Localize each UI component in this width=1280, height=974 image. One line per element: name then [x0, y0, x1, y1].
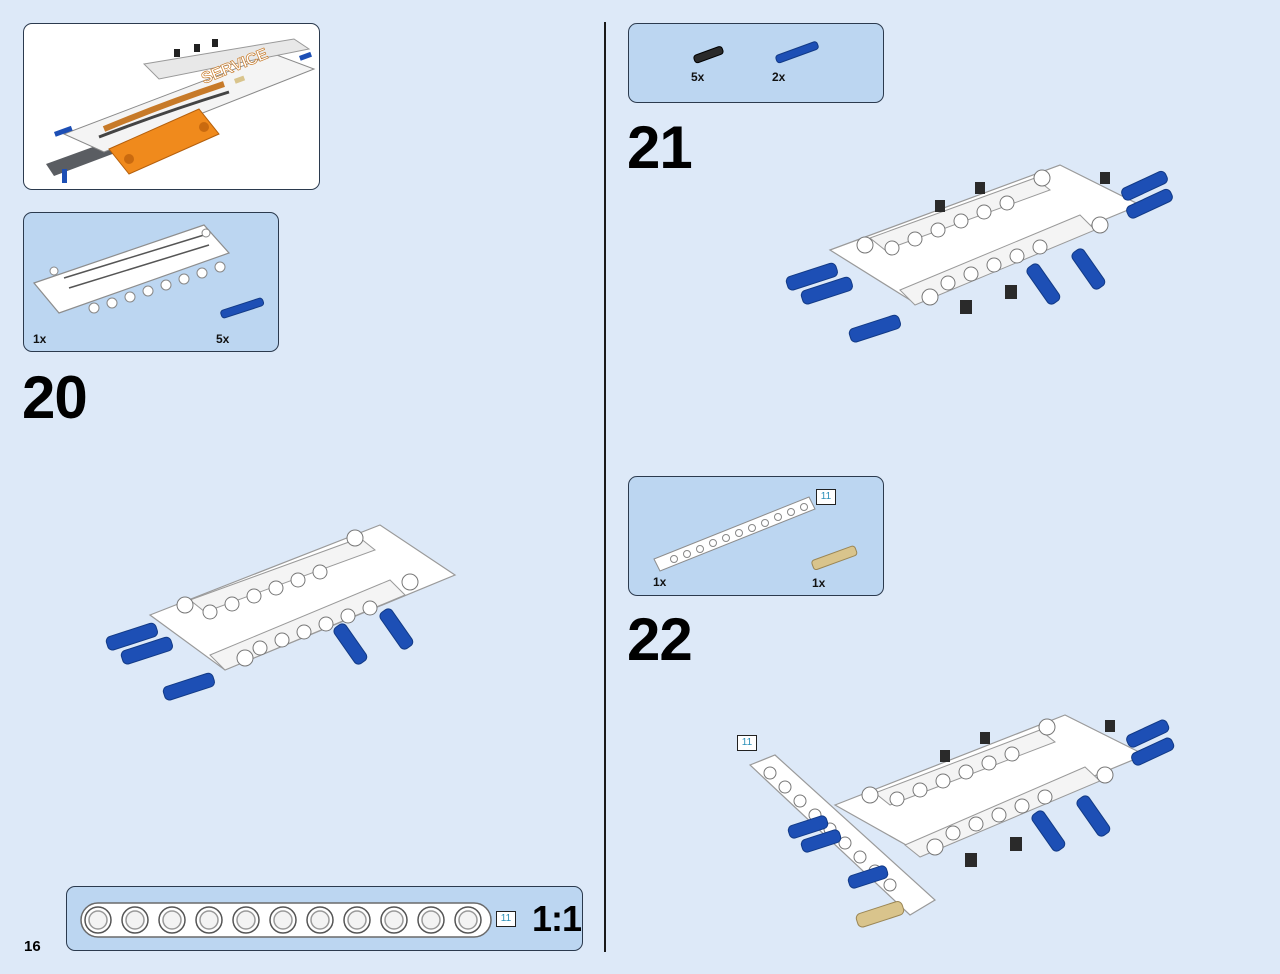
step-22-callout-tag: 11 [737, 735, 757, 751]
ruler-hole-inner [236, 910, 256, 930]
ruler-hole-inner [162, 910, 182, 930]
ruler-hole-inner [125, 910, 145, 930]
scale-ruler-box [66, 886, 583, 951]
black-pin-part [693, 46, 724, 64]
step-22-parts-box: 1x 1x [628, 476, 884, 596]
ruler-hole-inner [384, 910, 404, 930]
step-22-beam-length-tag: 11 [816, 489, 836, 505]
white-panel-part [32, 224, 231, 314]
step-20-qty-pin: 5x [216, 332, 230, 346]
model-preview-image: SERVICE [46, 38, 316, 183]
white-beam-part [653, 496, 816, 572]
ruler-hole-inner [458, 910, 478, 930]
page-divider [604, 22, 606, 952]
scale-ruler-beam [80, 902, 492, 938]
step-22-qty-tan-pin: 1x [812, 576, 826, 590]
step-21-parts-box: 5x 2x [628, 23, 884, 103]
step-22-qty-beam: 1x [653, 575, 667, 589]
step-20-qty-panel: 1x [33, 332, 47, 346]
scale-ruler-label: 1:1 [532, 898, 582, 939]
step-21-number: 21 [627, 114, 693, 181]
ruler-hole-inner [310, 910, 330, 930]
scale-ruler-tag: 11 [496, 911, 516, 927]
step-20-number: 20 [22, 364, 88, 431]
blue-pin-part-21 [775, 41, 819, 64]
ruler-hole-inner [421, 910, 441, 930]
page-number: 16 [24, 938, 41, 955]
model-preview-box: SERVICE [23, 23, 320, 190]
ruler-hole-inner [347, 910, 367, 930]
ruler-hole-inner [88, 910, 108, 930]
step-20-assembly [105, 524, 457, 701]
step-21-qty-black-pin: 5x [691, 70, 705, 84]
step-20-parts-box: 1x 5x [23, 212, 279, 352]
tan-pin-part [811, 545, 858, 571]
step-21-qty-blue-pin: 2x [772, 70, 786, 84]
step-21-assembly [785, 164, 1173, 343]
step-22-number: 22 [627, 606, 693, 673]
ruler-hole-inner [199, 910, 219, 930]
step-22-assembly [748, 714, 1175, 928]
ruler-hole-inner [273, 910, 293, 930]
blue-pin-part [220, 297, 265, 319]
